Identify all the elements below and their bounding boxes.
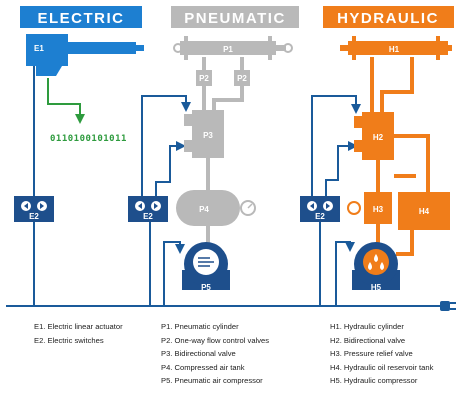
- electric-header: ELECTRIC: [20, 6, 142, 28]
- svg-text:HYDRAULIC: HYDRAULIC: [337, 10, 439, 27]
- p3-bidirectional-valve: P3: [184, 110, 224, 158]
- legend-electric: E1. Electric linear actuator E2. Electri…: [34, 320, 123, 347]
- svg-text:H3: H3: [373, 205, 384, 214]
- svg-text:H5: H5: [371, 283, 382, 292]
- legend-item: P3. Bidirectional valve: [161, 349, 236, 359]
- svg-text:P1: P1: [223, 45, 233, 54]
- e2-hydraulic-switch: E2: [300, 196, 340, 222]
- h1-hydraulic-cylinder: H1: [340, 36, 452, 60]
- legend-item: E1. Electric linear actuator: [34, 322, 123, 331]
- svg-text:P4: P4: [199, 205, 209, 214]
- legend-item: P2. One-way flow control valves: [161, 335, 270, 345]
- p2-flow-control-valve-left: P2: [196, 70, 212, 86]
- legend-item: P5. Pneumatic air compressor: [161, 376, 263, 386]
- h2-bidirectional-valve: H2: [354, 112, 394, 160]
- legend-item: H5. Hydraulic compressor: [330, 376, 418, 386]
- binary-signal: 0110100101011: [50, 134, 127, 144]
- p2-flow-control-valve-right: P2: [234, 70, 250, 86]
- power-plug-icon: [440, 301, 456, 311]
- legend-item: H2. Bidirectional valve: [330, 335, 406, 345]
- svg-text:P2: P2: [199, 74, 209, 83]
- svg-text:P2: P2: [237, 74, 247, 83]
- legend-pneumatic: P1. Pneumatic cylinder P2. One-way flow …: [161, 320, 269, 388]
- h5-hydraulic-compressor: H5: [352, 242, 400, 292]
- legend-item: P1. Pneumatic cylinder: [161, 322, 239, 331]
- legend-item: H4. Hydraulic oil reservoir tank: [330, 362, 434, 372]
- e2-pneumatic-switch: E2: [128, 196, 168, 222]
- h4-hydraulic-oil-reservoir-tank: H4: [398, 192, 450, 230]
- pneumatic-header: PNEUMATIC: [171, 6, 299, 28]
- svg-text:E1: E1: [34, 44, 44, 53]
- svg-text:H1: H1: [389, 45, 400, 54]
- svg-text:H2: H2: [373, 133, 384, 142]
- e1-electric-linear-actuator: E1: [26, 34, 144, 76]
- svg-text:PNEUMATIC: PNEUMATIC: [184, 10, 286, 27]
- svg-text:E2: E2: [143, 212, 153, 221]
- h3-pressure-relief-valve: H3: [347, 192, 392, 224]
- legend-item: H1. Hydraulic cylinder: [330, 322, 404, 331]
- signal-arrow: [47, 78, 85, 124]
- p1-pneumatic-cylinder: P1: [173, 36, 293, 60]
- svg-text:E2: E2: [315, 212, 325, 221]
- svg-text:P3: P3: [203, 131, 213, 140]
- svg-text:P5: P5: [201, 283, 211, 292]
- legend-item: P4. Compressed air tank: [161, 362, 245, 372]
- svg-text:H4: H4: [419, 207, 430, 216]
- e2-electric-switch: E2: [14, 196, 54, 222]
- legend-hydraulic: H1. Hydraulic cylinder H2. Bidirectional…: [330, 320, 433, 388]
- legend-item: E2. Electric switches: [34, 335, 104, 345]
- legend-item: H3. Pressure relief valve: [330, 349, 413, 359]
- p5-pneumatic-air-compressor: P5: [182, 242, 230, 292]
- p4-compressed-air-tank: P4: [176, 190, 256, 226]
- pneumatic-air-lines: [202, 57, 244, 190]
- svg-text:E2: E2: [29, 212, 39, 221]
- hydraulic-header: HYDRAULIC: [323, 6, 454, 28]
- svg-text:ELECTRIC: ELECTRIC: [38, 10, 125, 27]
